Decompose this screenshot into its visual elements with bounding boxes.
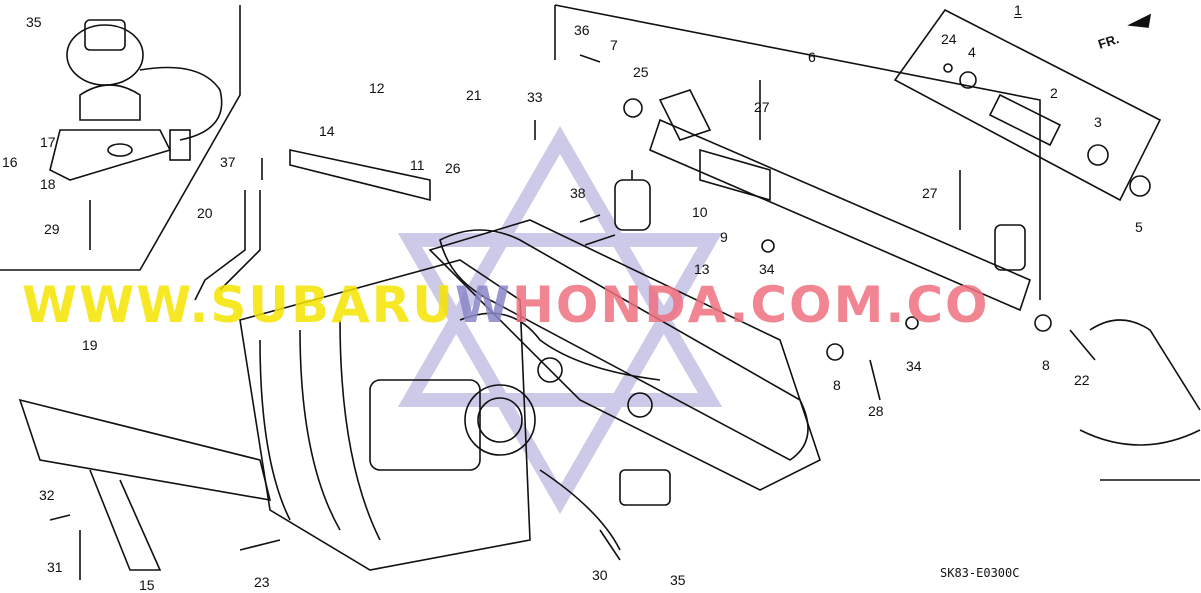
fuel-injector (943, 63, 1109, 166)
bracket (194, 190, 261, 301)
egr-group-frame (0, 5, 241, 271)
callout: 27 (754, 99, 770, 115)
callout: 19 (82, 337, 98, 353)
callout: 33 (527, 89, 543, 105)
callout: 31 (47, 559, 63, 575)
callout: 5 (1135, 219, 1143, 235)
callout: 23 (254, 574, 270, 590)
callout: 25 (633, 64, 649, 80)
callout: 26 (445, 160, 461, 176)
callout: 10 (692, 204, 708, 220)
manifold-stay (18, 398, 272, 571)
gasket (439, 229, 809, 461)
o-ring (623, 98, 643, 118)
callout: 22 (1074, 372, 1090, 388)
callout: 34 (759, 261, 775, 277)
intake-manifold (239, 219, 821, 571)
callout: 27 (922, 185, 938, 201)
callout: 8 (1042, 357, 1050, 373)
callout: 38 (570, 185, 586, 201)
callout: 9 (720, 229, 728, 245)
callout: 2 (1050, 85, 1058, 101)
fuel-rail-group-frame (554, 4, 1041, 300)
callout: 13 (694, 261, 710, 277)
callout: 37 (220, 154, 236, 170)
bolts (49, 54, 1096, 580)
callout: 36 (574, 22, 590, 38)
callout: 6 (808, 49, 816, 65)
injector-group-frame (893, 8, 1162, 202)
egr-valve (49, 19, 223, 250)
callout: 24 (941, 31, 957, 47)
pressure-regulator (584, 170, 651, 246)
watermark-logo: WWW.SUBARUWHONDA.COM.CO (22, 276, 990, 334)
callout: 21 (466, 87, 482, 103)
callout: 35 (670, 572, 686, 588)
callout: 3 (1094, 114, 1102, 130)
callout: 11 (410, 157, 425, 173)
callout: 34 (906, 358, 922, 374)
callout: 12 (369, 80, 385, 96)
seal-ring (1129, 175, 1151, 197)
front-arrow-icon (1127, 13, 1152, 28)
callout: 7 (610, 37, 618, 53)
callout: 1 (1014, 2, 1022, 18)
fuel-rail (649, 80, 1031, 312)
callout: 8 (833, 377, 841, 393)
label-plate (289, 149, 431, 202)
callout: 16 (2, 154, 18, 170)
callout: 35 (26, 14, 42, 30)
callout: 4 (968, 44, 976, 60)
diagram-code: SK83-E0300C (940, 566, 1020, 580)
callout: 18 (40, 176, 56, 192)
callout: 28 (868, 403, 884, 419)
callout: 17 (40, 134, 56, 150)
callout: 32 (39, 487, 55, 503)
callout: 20 (197, 205, 213, 221)
callout: 15 (139, 577, 155, 593)
callout: 30 (592, 567, 608, 583)
callout: 14 (319, 123, 335, 139)
callout: 29 (44, 221, 60, 237)
cylinder-head (1079, 319, 1201, 481)
